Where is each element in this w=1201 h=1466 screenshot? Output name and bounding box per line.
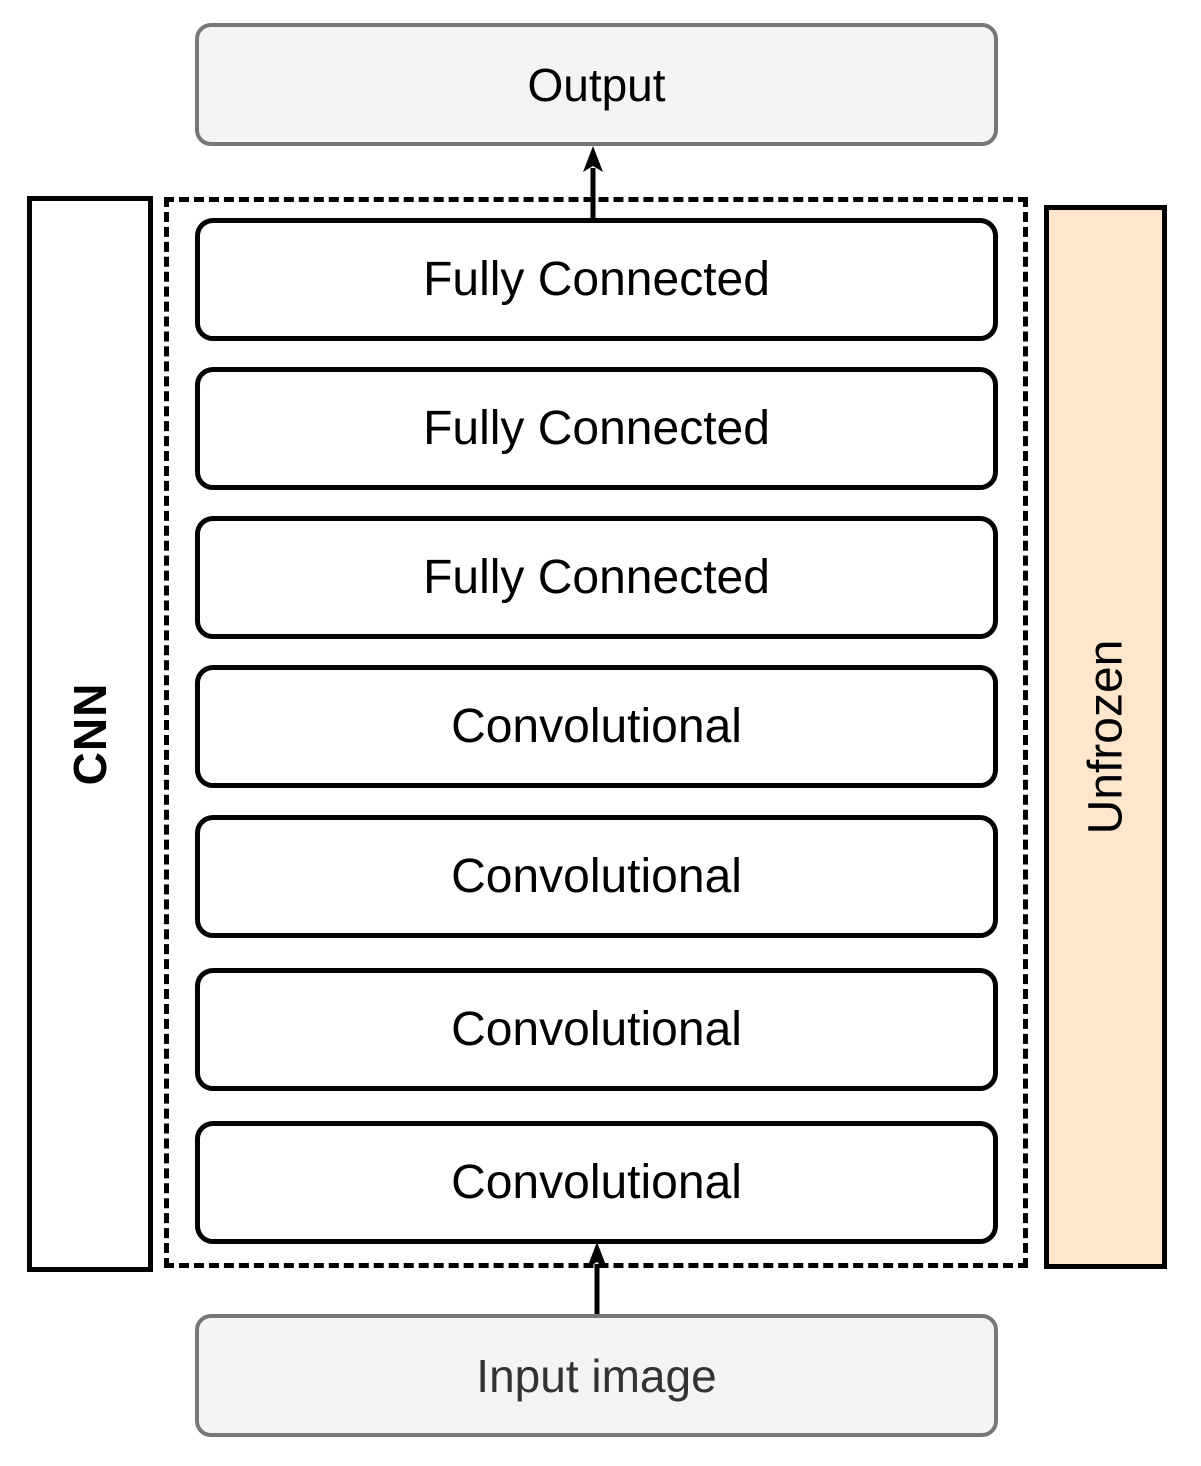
layer-fully-connected-1: Fully Connected — [195, 218, 998, 341]
layer-convolutional-3: Convolutional — [195, 968, 998, 1091]
layer-label: Convolutional — [451, 700, 742, 753]
layer-fully-connected-3: Fully Connected — [195, 516, 998, 639]
input-label: Input image — [476, 1349, 717, 1402]
cnn-label: CNN — [64, 682, 116, 786]
layer-label: Convolutional — [451, 850, 742, 903]
layer-fully-connected-2: Fully Connected — [195, 367, 998, 490]
layer-label: Fully Connected — [423, 402, 770, 455]
layer-convolutional-1: Convolutional — [195, 665, 998, 788]
output-node: Output — [195, 23, 998, 146]
cnn-group-label: CNN — [27, 196, 153, 1272]
layer-convolutional-2: Convolutional — [195, 815, 998, 938]
unfrozen-label: Unfrozen — [1079, 639, 1132, 835]
input-node: Input image — [195, 1314, 998, 1437]
layer-label: Convolutional — [451, 1156, 742, 1209]
layer-label: Fully Connected — [423, 253, 770, 306]
output-label: Output — [527, 58, 666, 111]
unfrozen-panel: Unfrozen — [1044, 205, 1167, 1269]
layer-label: Convolutional — [451, 1003, 742, 1056]
layer-convolutional-4: Convolutional — [195, 1121, 998, 1244]
layer-label: Fully Connected — [423, 551, 770, 604]
